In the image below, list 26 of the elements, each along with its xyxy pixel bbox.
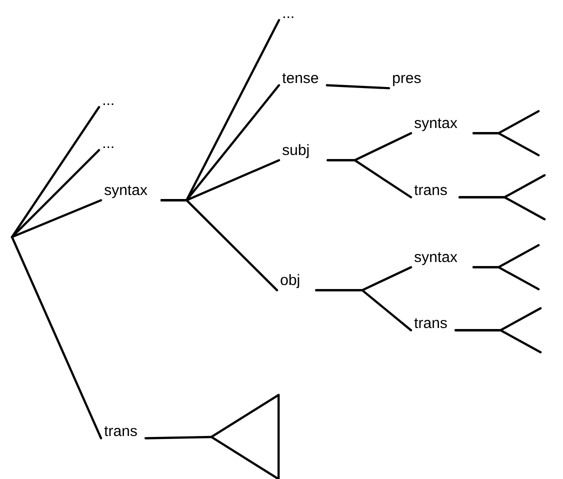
- feature-label: syntax: [104, 185, 148, 198]
- branch-line: [454, 329, 542, 354]
- triangle: [210, 394, 280, 479]
- feature-label: syntax: [414, 252, 458, 266]
- feature-label: ...: [103, 146, 114, 148]
- feature-label: syntax: [414, 118, 458, 132]
- branch-line: [458, 196, 546, 220]
- branch-line: [326, 84, 390, 90]
- feature-label: obj: [280, 274, 300, 288]
- feature-label: pres: [393, 74, 421, 86]
- feature-label: subj: [282, 144, 309, 158]
- feature-label: tense: [282, 73, 318, 84]
- branch-line: [472, 266, 540, 290]
- branch-line: [326, 159, 412, 198]
- branch-line: [10, 236, 102, 440]
- feature-label: trans: [104, 426, 137, 436]
- branch-line: [10, 199, 102, 238]
- branch-line: [160, 199, 278, 292]
- branch-line: [10, 149, 100, 238]
- feature-label: ...: [103, 103, 114, 105]
- branch-line: [144, 436, 212, 440]
- feature-label: trans: [414, 318, 447, 328]
- branch-line: [472, 132, 540, 156]
- branch-line: [315, 289, 412, 332]
- feature-label: ...: [283, 16, 294, 18]
- feature-label: trans: [414, 185, 447, 196]
